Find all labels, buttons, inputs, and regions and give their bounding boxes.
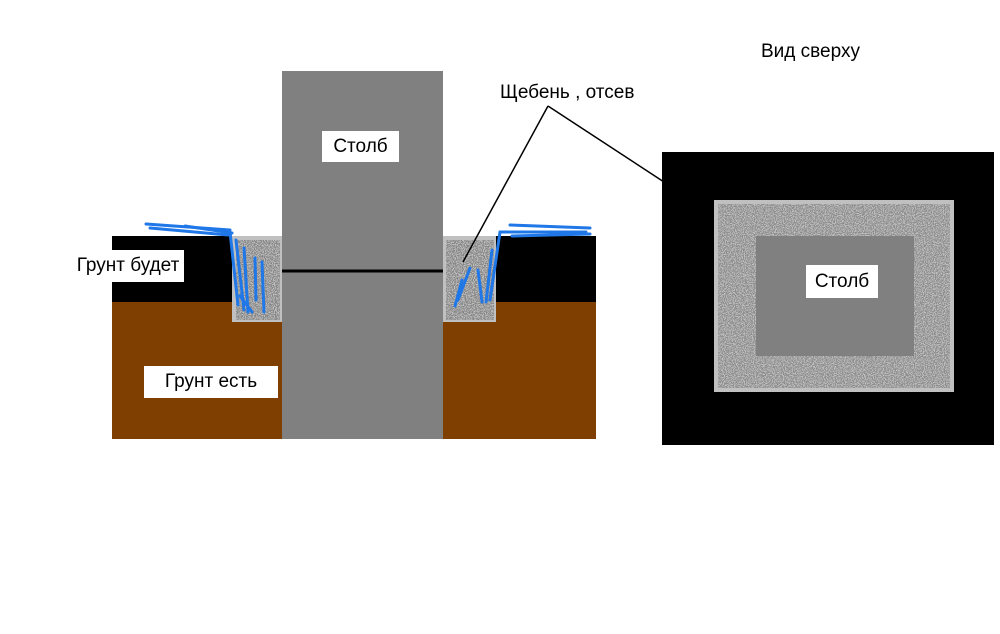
top-view — [662, 152, 994, 445]
future-soil-label: Грунт будет — [72, 250, 184, 282]
future-soil-right — [496, 236, 596, 302]
gravel-speckle-right — [446, 240, 494, 320]
existing-soil-label: Грунт есть — [144, 366, 278, 398]
gravel-label: Щебень , отсев — [500, 82, 635, 103]
post-top-label: Столб — [806, 265, 878, 298]
top-view-label: Вид сверху — [761, 41, 860, 62]
gravel-leader-lines — [462, 105, 665, 263]
side-view — [112, 71, 596, 439]
post-side — [282, 71, 443, 439]
water-streaks-right — [453, 223, 592, 308]
water-streaks-left — [144, 222, 266, 314]
post-side-label: Столб — [322, 131, 399, 162]
